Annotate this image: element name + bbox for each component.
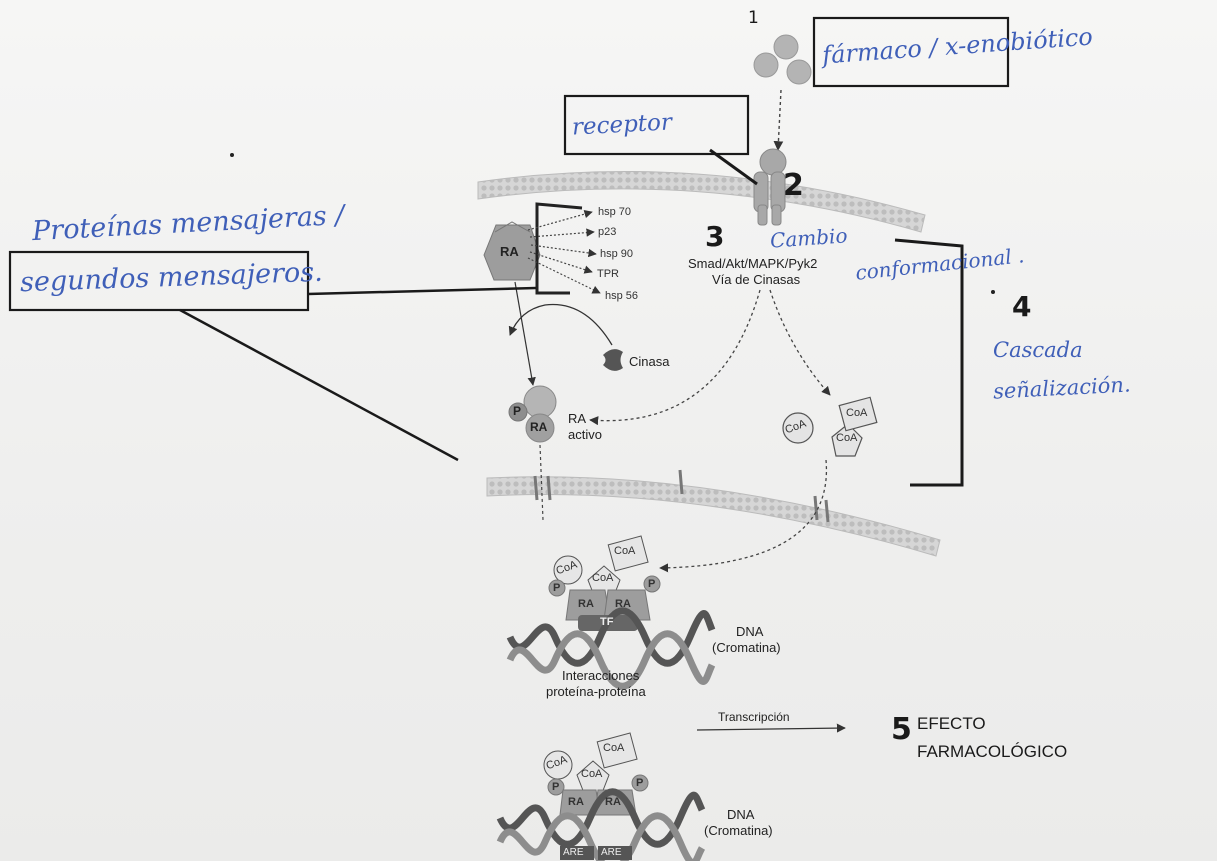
ink-dot xyxy=(230,153,234,157)
step-2-number: 2 xyxy=(783,168,804,203)
kinase-shape xyxy=(603,349,623,371)
chaperone-hsp56: hsp 56 xyxy=(605,290,638,302)
pathway-line1: Smad/Akt/MAPK/Pyk2 xyxy=(688,256,817,271)
transcription-arrow xyxy=(697,728,845,730)
ligand-arrow xyxy=(778,90,781,150)
ra-activo-line1: RA xyxy=(568,411,586,426)
p-nuc2-right: P xyxy=(636,777,643,789)
chaperone-tpr: TPR xyxy=(597,268,619,280)
proteinas-pointer-1 xyxy=(308,288,536,294)
coa-label-2: CoA xyxy=(836,432,857,444)
cromatina-label-bottom: (Cromatina) xyxy=(704,823,773,838)
cinasa-label: Cinasa xyxy=(629,354,669,369)
step-3-number: 3 xyxy=(705,220,724,253)
step-4-number: 4 xyxy=(1012,290,1031,323)
coa-label-3: CoA xyxy=(846,407,867,419)
ra-nuc1-left: RA xyxy=(578,598,594,610)
pathway-to-coa xyxy=(770,290,830,395)
efecto-line2: FARMACOLÓGICO xyxy=(917,742,1067,762)
dna-label-top: DNA xyxy=(736,624,763,639)
p-nuc1-right: P xyxy=(648,578,655,590)
ra-nuc2-right: RA xyxy=(605,796,621,808)
p-nuc1-left: P xyxy=(553,582,560,594)
coa-nuc1-label-2: CoA xyxy=(592,572,613,584)
ra-nuc1-right: RA xyxy=(615,598,631,610)
ra-activo-line2: activo xyxy=(568,427,602,442)
ra-activation-arrow xyxy=(515,282,533,385)
plasma-membrane xyxy=(478,171,925,232)
ra-active-inner-label: RA xyxy=(530,420,547,434)
step-1-number: 1 xyxy=(748,8,759,28)
interacciones-line1: Interacciones xyxy=(562,668,639,683)
coa-nuc2-label-3: CoA xyxy=(603,742,624,754)
coa-nuc1-label-3: CoA xyxy=(614,545,635,557)
chaperone-hsp90: hsp 90 xyxy=(600,248,633,260)
cascada-label-line1: Cascada xyxy=(993,338,1083,362)
ligand-molecules xyxy=(754,35,811,84)
p-nuc2-left: P xyxy=(552,781,559,793)
efecto-line1: EFECTO xyxy=(917,714,986,734)
chaperone-hsp70: hsp 70 xyxy=(598,206,631,218)
chaperone-p23: p23 xyxy=(598,226,616,238)
are-label-2: ARE xyxy=(601,847,622,858)
interacciones-line2: proteína-proteína xyxy=(546,684,646,699)
are-label-1: ARE xyxy=(563,847,584,858)
transcripcion-label: Transcripción xyxy=(718,710,790,724)
receptor-label: receptor xyxy=(571,109,672,140)
step-5-number: 5 xyxy=(891,712,912,747)
cromatina-label-top: (Cromatina) xyxy=(712,640,781,655)
proteinas-pointer-2 xyxy=(180,310,458,460)
tf-label: TF xyxy=(600,616,613,628)
pathway-line2: Vía de Cinasas xyxy=(712,272,800,287)
dna-label-bottom: DNA xyxy=(727,807,754,822)
ra-label: RA xyxy=(500,244,519,259)
ra-nuc2-left: RA xyxy=(568,796,584,808)
p-label-active: P xyxy=(513,404,521,418)
coa-nuc2-label-2: CoA xyxy=(581,768,602,780)
ink-dot-2 xyxy=(991,290,995,294)
nuclear-membrane xyxy=(487,477,940,556)
